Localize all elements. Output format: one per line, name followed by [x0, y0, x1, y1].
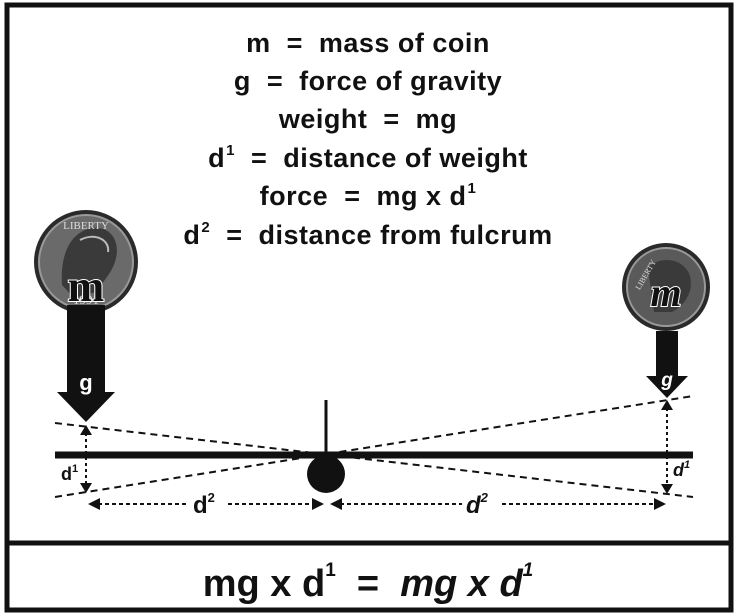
left-coin-rim-text: LIBERTY	[63, 220, 109, 232]
left-gravity-arrow: g	[57, 305, 115, 422]
left-gravity-label: g	[79, 370, 92, 395]
definition-weight: weight = mg	[278, 104, 458, 134]
left-d1-dimension	[80, 425, 92, 493]
right-gravity-label: g	[660, 370, 673, 391]
equation-lhs: mg x d1	[202, 560, 336, 605]
equation-equals: =	[335, 563, 401, 605]
fulcrum	[307, 455, 345, 493]
left-coin: LIBERTY 1991 m	[34, 210, 138, 314]
left-d1-label: d1	[61, 463, 78, 484]
right-d1-dimension	[661, 400, 673, 494]
definition-gravity: g = force of gravity	[233, 66, 503, 96]
definition-d1: d1 = distance of weight	[208, 142, 528, 173]
definition-force: force = mg x d1	[259, 180, 477, 211]
right-coin: LIBERTY m	[622, 243, 710, 331]
definition-d2: d2 = distance from fulcrum	[183, 219, 553, 250]
outer-frame	[4, 2, 734, 613]
left-coin-mass-label: m	[68, 262, 105, 311]
tilt-line-down-right	[54, 422, 694, 498]
balance-equation: mg x d1 = mg x d1	[0, 560, 736, 606]
tilt-line-up-right	[54, 395, 694, 498]
left-d2-dimension	[88, 498, 324, 510]
definition-mass: m = mass of coin	[246, 28, 490, 58]
right-gravity-arrow: g	[646, 331, 688, 398]
left-coin-year: 1991	[73, 292, 99, 307]
right-d2-dimension	[330, 498, 666, 510]
left-d2-label: d2	[193, 490, 215, 519]
equation-rhs: mg x d1	[400, 560, 534, 605]
right-d1-label: d1	[673, 459, 690, 480]
right-d2-label: d2	[466, 490, 489, 519]
right-coin-mass-label: m	[650, 270, 681, 315]
